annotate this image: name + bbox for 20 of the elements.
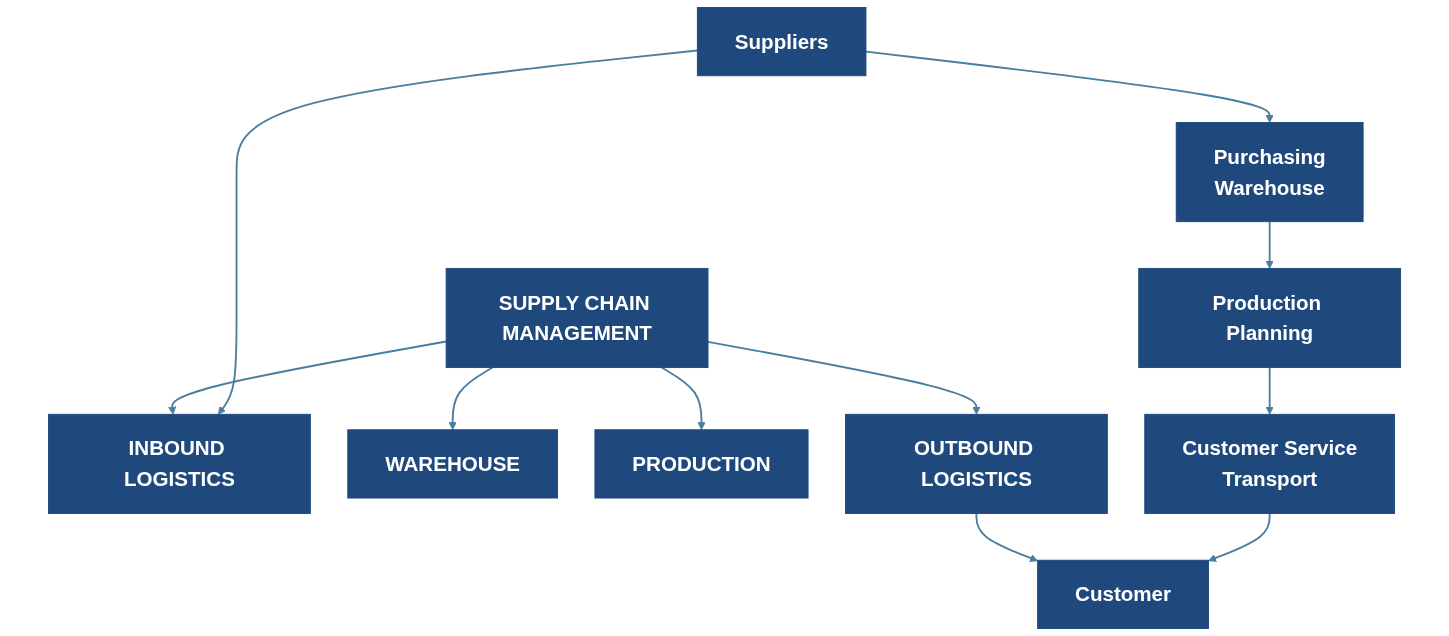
node-box: Customer Service Transport — [1144, 413, 1395, 514]
arrow — [1265, 366, 1274, 415]
arrow — [707, 340, 981, 415]
node-box: WAREHOUSE — [347, 429, 558, 499]
node-box: INBOUND LOGISTICS — [48, 413, 311, 514]
arrow — [975, 512, 1038, 562]
node-box: Customer — [1037, 559, 1209, 629]
arrow — [660, 366, 706, 431]
node-box: PRODUCTION — [594, 429, 809, 499]
arrow — [1208, 512, 1271, 562]
node-box: Suppliers — [696, 7, 867, 77]
node-box: OUTBOUND LOGISTICS — [844, 413, 1108, 514]
arrow — [1265, 220, 1274, 269]
node-box: Purchasing Warehouse — [1175, 122, 1364, 223]
node-box: SUPPLY CHAIN MANAGEMENT — [445, 267, 709, 369]
arrow — [168, 340, 447, 415]
arrow — [448, 366, 494, 431]
arrow — [217, 49, 699, 415]
arrow — [864, 50, 1274, 123]
node-box: Production Planning — [1138, 267, 1401, 369]
